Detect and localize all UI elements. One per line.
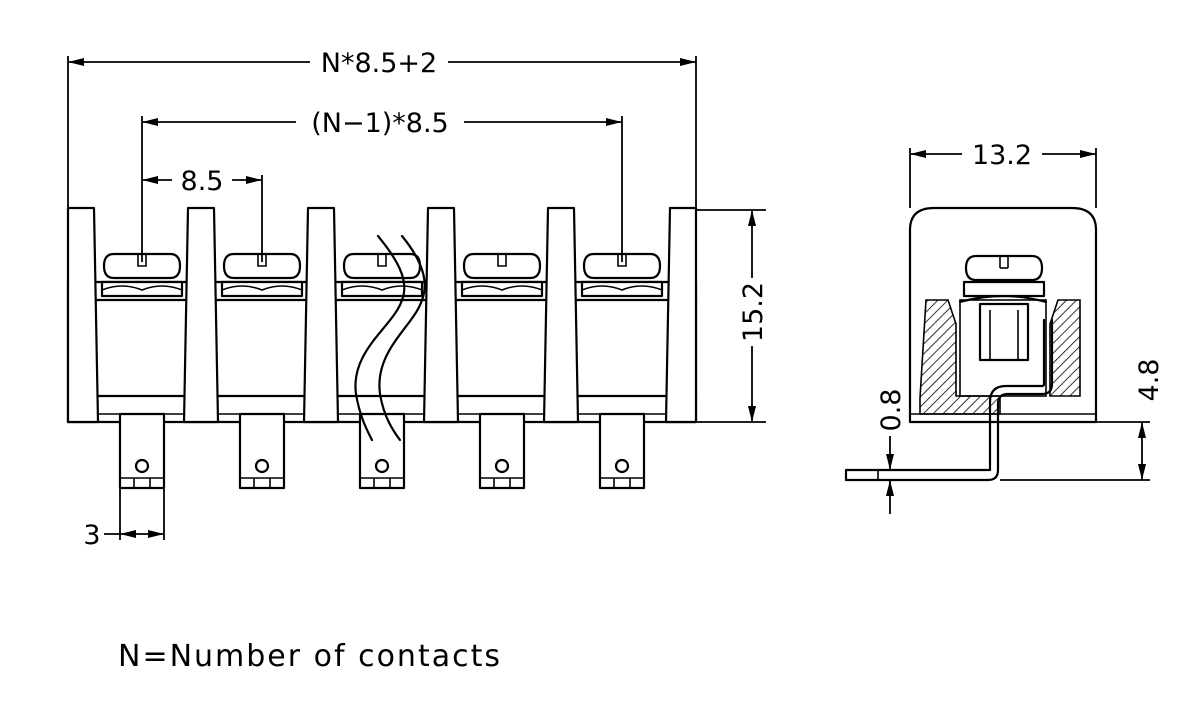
arrow	[886, 480, 894, 496]
contacts-note: N=Number of contacts	[118, 639, 502, 674]
washer-wave	[101, 285, 183, 291]
washer	[580, 280, 664, 298]
pin-body	[358, 412, 406, 490]
arrow	[148, 530, 164, 538]
screw-slot	[497, 254, 507, 267]
washer	[460, 280, 544, 298]
dim-pin-length: 4.8	[1134, 359, 1165, 402]
side-view	[844, 206, 1098, 482]
clamp-frame	[959, 299, 1047, 397]
barrier-1	[66, 206, 100, 424]
arrow	[120, 530, 136, 538]
arrow	[748, 210, 756, 226]
arrow	[1080, 150, 1096, 158]
dim-height: 15.2	[738, 282, 769, 342]
dim-pin-thickness: 0.8	[876, 389, 907, 432]
wire	[354, 234, 426, 442]
front-dimensions: N*8.5+2 (N−1)*8.5 8.5 15.2 3	[67, 48, 769, 551]
wire-strand-1	[354, 234, 406, 442]
pin-5	[598, 412, 646, 490]
wire-strand-2	[378, 234, 426, 442]
side-pin	[844, 318, 1054, 482]
pin-body	[478, 412, 526, 490]
washer-wave	[581, 285, 663, 291]
contact-3	[340, 252, 424, 298]
barrier-2	[182, 206, 220, 424]
arrow	[910, 150, 926, 158]
washer	[220, 280, 304, 298]
hatched-wall-right	[1049, 299, 1081, 397]
pin-body	[118, 412, 166, 490]
washer-wave	[461, 285, 543, 291]
dim-pitch: 8.5	[181, 166, 224, 197]
pin-3	[358, 412, 406, 490]
pin-hole	[134, 458, 150, 474]
pin-1	[118, 412, 166, 490]
barrier-6	[664, 206, 698, 424]
screws	[100, 252, 664, 298]
dim-depth: 13.2	[972, 140, 1032, 171]
arrow	[246, 176, 262, 184]
side-washer	[962, 280, 1046, 298]
washer	[340, 280, 424, 298]
pins	[118, 412, 646, 490]
pin-2	[238, 412, 286, 490]
screw-slot	[137, 254, 147, 267]
dim-overall-length: N*8.5+2	[321, 48, 437, 79]
pin-body	[598, 412, 646, 490]
washer-wave	[221, 285, 303, 291]
pin-4	[478, 412, 526, 490]
screw-slot	[377, 254, 387, 267]
contact-2	[220, 252, 304, 298]
screw-slot	[617, 254, 627, 267]
arrow	[142, 176, 158, 184]
arrow	[748, 406, 756, 422]
arrow	[680, 58, 696, 66]
arrow	[606, 118, 622, 126]
arrow	[886, 454, 894, 470]
side-dimensions: 13.2 0.8 4.8	[846, 140, 1165, 514]
pin-body	[238, 412, 286, 490]
arrow	[68, 58, 84, 66]
contact-5	[580, 252, 664, 298]
dim-span-length: (N−1)*8.5	[311, 108, 449, 139]
side-housing	[908, 206, 1098, 424]
arrow	[1138, 422, 1146, 438]
washer	[100, 280, 184, 298]
barrier-4	[422, 206, 460, 424]
barrier-3	[302, 206, 340, 424]
pin-hole	[374, 458, 390, 474]
barrier-5	[542, 206, 580, 424]
arrow	[142, 118, 158, 126]
pin-hole	[254, 458, 270, 474]
dim-pin-width: 3	[83, 520, 100, 551]
pin-hole	[614, 458, 630, 474]
contact-1	[100, 252, 184, 298]
front-view	[66, 206, 698, 490]
barriers	[66, 206, 698, 424]
contact-4	[460, 252, 544, 298]
clamp-screw-block	[978, 302, 1030, 362]
washer-wave	[341, 285, 423, 291]
screw-slot	[257, 254, 267, 267]
pin-hole	[494, 458, 510, 474]
arrow	[1138, 464, 1146, 480]
